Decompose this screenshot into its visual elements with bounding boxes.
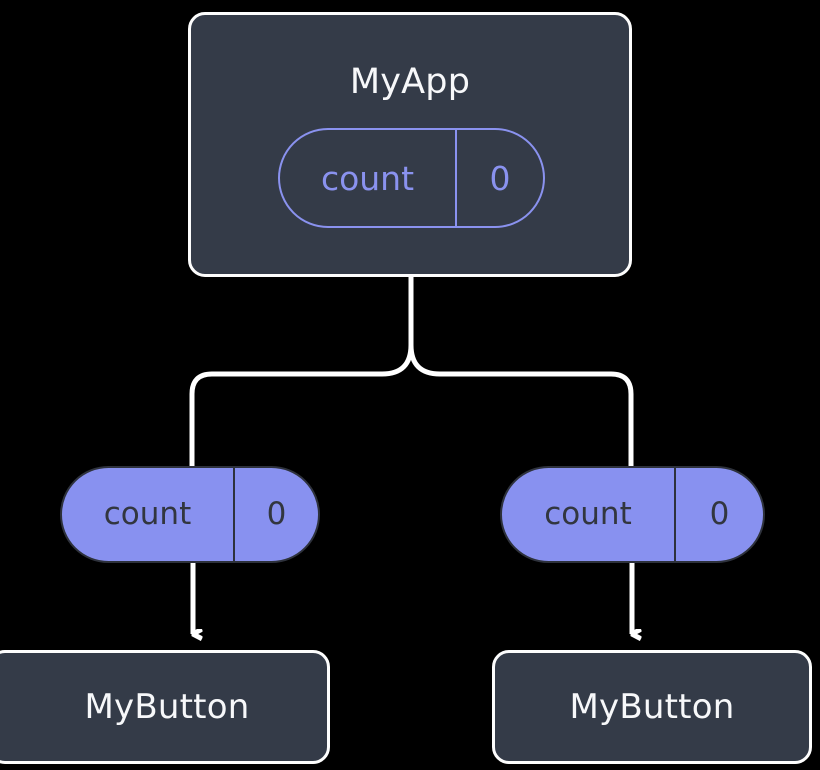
state-pill-child-right[interactable]: count 0: [500, 466, 765, 563]
state-pill-child-left[interactable]: count 0: [60, 466, 320, 563]
node-myapp-label: MyApp: [349, 62, 471, 102]
state-pill-child-right-key: count: [502, 468, 676, 561]
state-pill-child-left-value: 0: [266, 496, 287, 532]
node-mybutton-right-label: MyButton: [569, 687, 735, 727]
state-pill-myapp[interactable]: count 0: [278, 128, 545, 228]
state-pill-myapp-key: count: [280, 130, 457, 226]
node-mybutton-right[interactable]: MyButton: [492, 650, 812, 764]
node-myapp[interactable]: MyApp: [188, 12, 632, 277]
state-pill-child-right-value: 0: [709, 496, 730, 532]
node-mybutton-left[interactable]: MyButton: [0, 650, 330, 764]
state-pill-child-left-key: count: [62, 468, 235, 561]
state-pill-myapp-value: 0: [489, 158, 511, 198]
connector-root-to-right-state: [408, 344, 634, 468]
connector-root-to-left-state: [189, 276, 414, 468]
node-mybutton-left-label: MyButton: [84, 687, 250, 727]
